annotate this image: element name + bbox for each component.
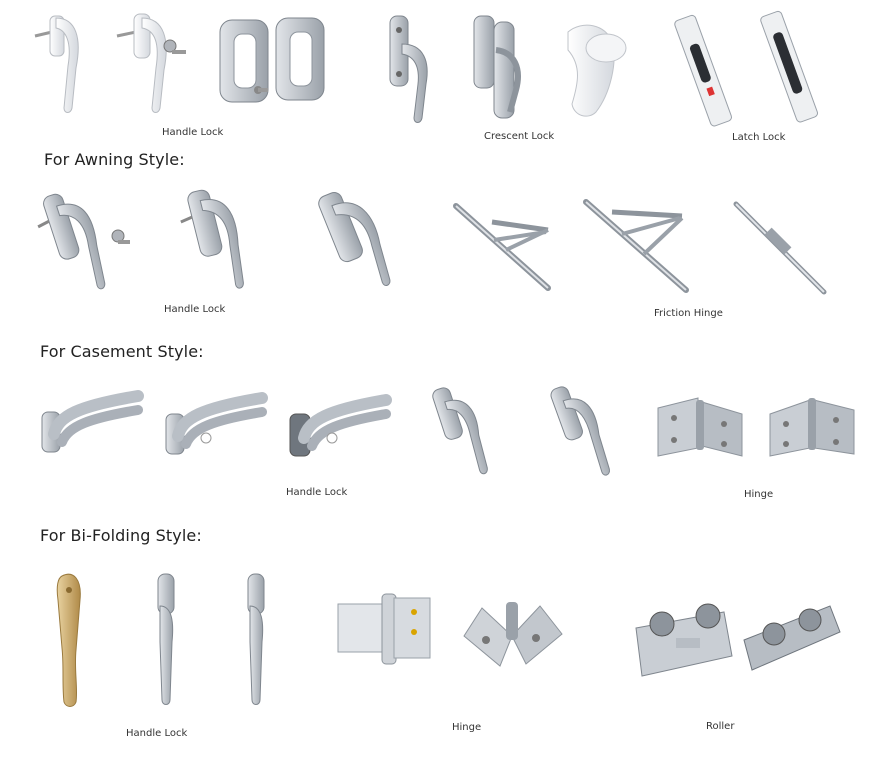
lever-handle-icon (38, 386, 146, 460)
friction-hinge-caption: Friction Hinge (654, 308, 723, 319)
hinge-caption: Hinge (452, 722, 482, 733)
hinge-icon (654, 394, 746, 460)
roller-icon (740, 600, 844, 680)
roller-caption: Roller (706, 721, 735, 732)
latch-plate-icon (670, 12, 740, 128)
cockspur-handle-icon (430, 378, 506, 478)
white-handle-icon (30, 8, 90, 118)
handle-lock-caption: Handle Lock (164, 304, 226, 315)
crescent-lock-caption: Crescent Lock (484, 131, 555, 142)
cockspur-handle-icon (550, 376, 626, 480)
bifold-hinge-icon (334, 588, 434, 670)
handle-icon (176, 182, 272, 294)
roller-icon (632, 603, 736, 686)
latch-plate-icon (756, 8, 826, 124)
handle-icon (312, 180, 416, 294)
white-key-handle-icon (112, 8, 192, 118)
friction-stay-icon (452, 200, 552, 292)
restrictor-arm-icon (728, 196, 832, 300)
white-crescent-lock-icon (560, 20, 632, 120)
gold-handle-icon (50, 570, 90, 710)
latch-lock-caption: Latch Lock (732, 132, 786, 143)
bi-folding-style-heading: For Bi-Folding Style: (40, 526, 202, 545)
silver-crescent-lock-icon (470, 12, 540, 120)
silver-crescent-handle-icon (384, 14, 444, 126)
bifold-hinge-icon (460, 596, 566, 682)
silver-handle-icon (236, 572, 276, 710)
friction-stay-icon (582, 196, 692, 296)
lever-handle-icon (162, 388, 270, 462)
handle-lock-caption: Handle Lock (162, 127, 224, 138)
lever-handle-icon (286, 390, 394, 464)
silver-sliding-handle-icon (214, 14, 330, 114)
key-handle-icon (37, 182, 138, 294)
handle-lock-caption: Handle Lock (126, 728, 188, 739)
casement-style-heading: For Casement Style: (40, 342, 204, 361)
handle-lock-caption: Handle Lock (286, 487, 348, 498)
awning-style-heading: For Awning Style: (44, 150, 185, 169)
silver-handle-icon (146, 572, 186, 710)
hinge-icon (766, 394, 858, 460)
hinge-caption: Hinge (744, 489, 774, 500)
